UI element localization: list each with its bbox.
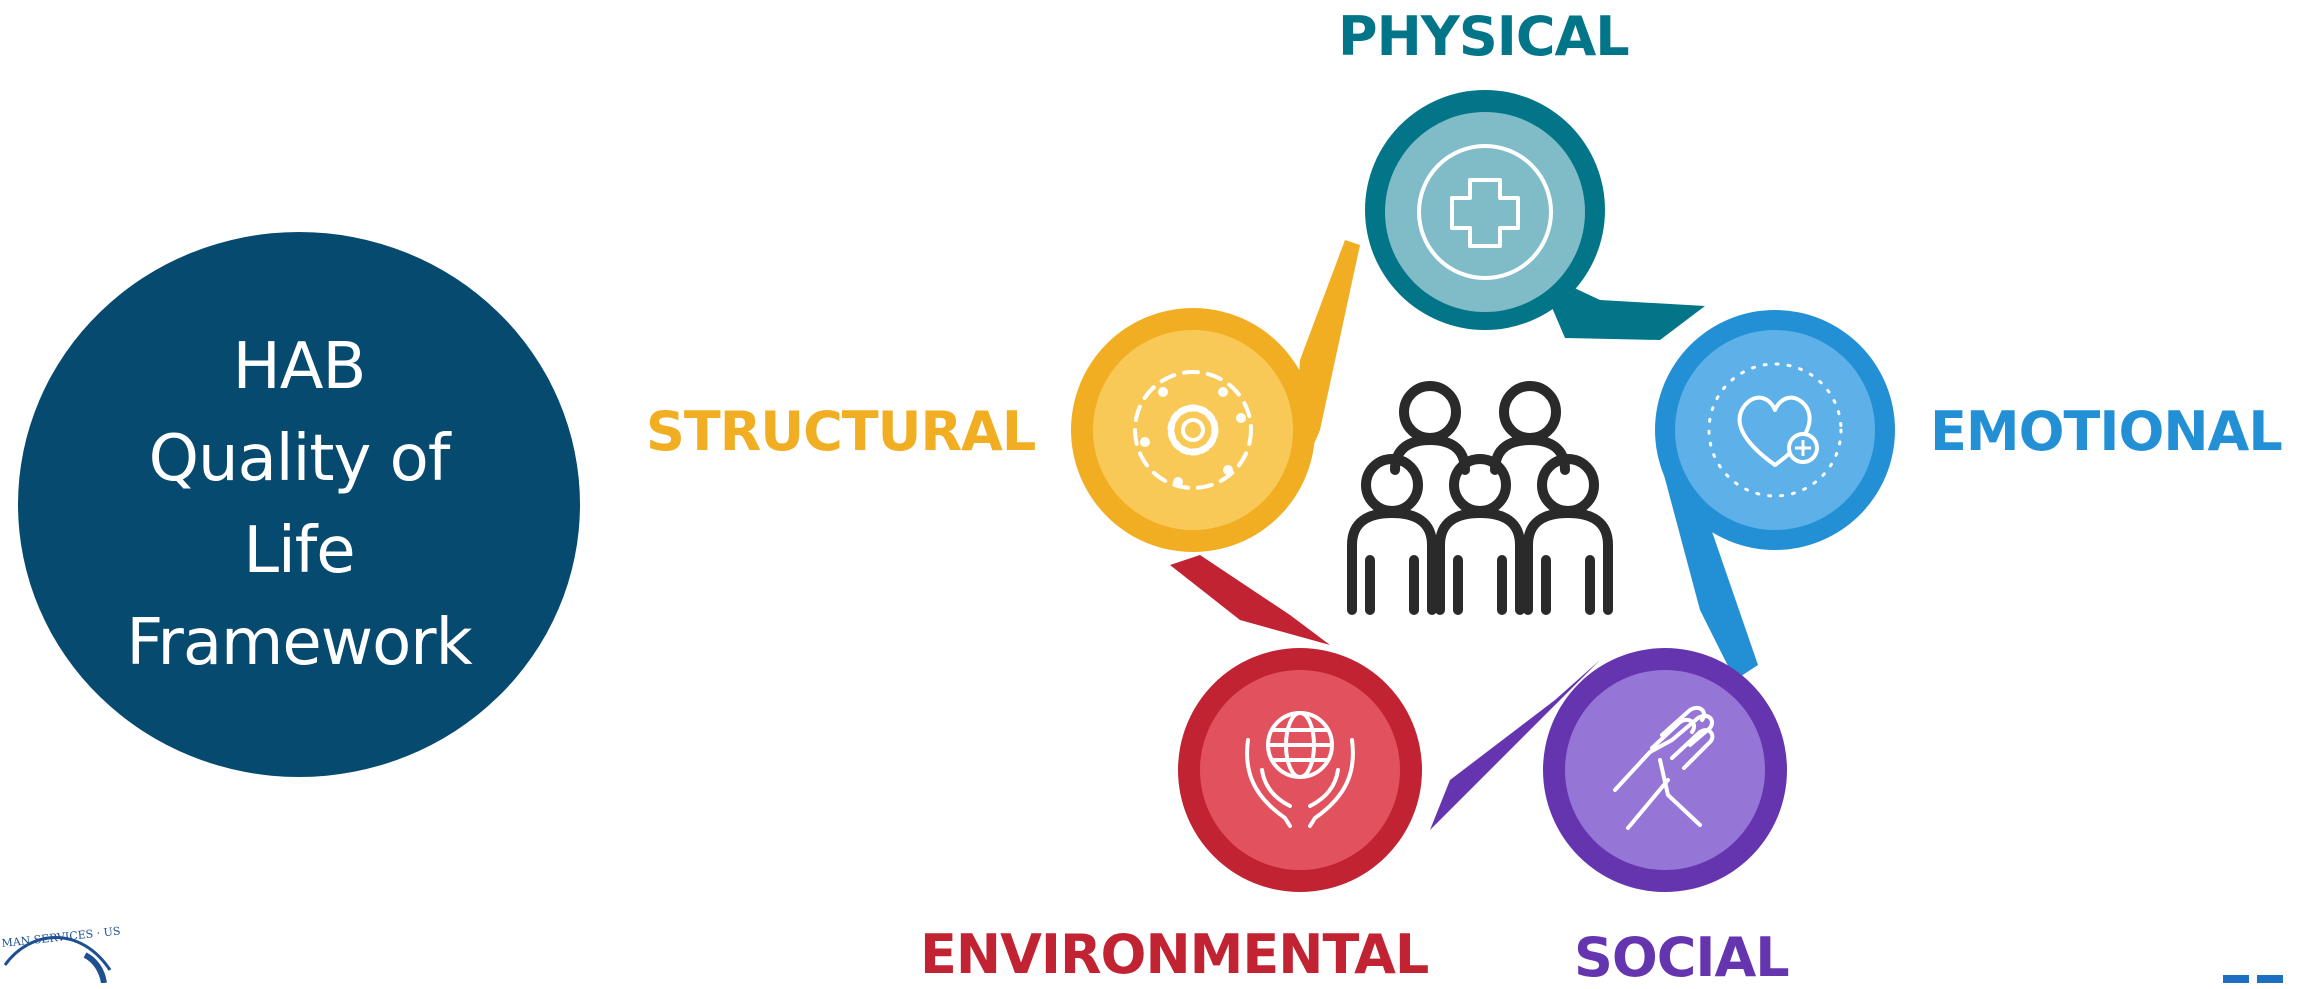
node-emotional [1655,310,1895,550]
title-line-4: Framework [126,605,472,680]
label-physical: PHYSICAL [1338,5,1630,68]
handshake-icon [1613,705,1715,830]
title-circle: HAB Quality of Life Framework [18,232,580,777]
people-group-icon [1347,381,1613,615]
environmental-connector [1170,555,1330,645]
social-connector [1430,660,1600,830]
globe-in-hands-icon [1245,711,1355,828]
node-environmental [1178,648,1422,892]
label-emotional: EMOTIONAL [1930,400,2283,463]
label-structural: STRUCTURAL [646,400,1036,463]
title-line-2: Quality of [148,421,451,496]
title-line-1: HAB [232,329,367,404]
medical-cross-icon [1417,144,1553,280]
hhs-seal-logo: MAN SERVICES · USA [1,925,120,983]
physical-connector [1536,270,1705,340]
label-environmental: ENVIRONMENTAL [920,923,1429,986]
gears-icon [1133,370,1253,490]
hhs-seal-text: MAN SERVICES · USA [1,925,120,950]
heart-plus-icon [1707,362,1843,498]
title-line-3: Life [243,513,355,588]
node-social [1543,648,1787,892]
label-social: SOCIAL [1574,926,1790,989]
node-structural [1071,308,1315,552]
corner-logo-fragment [2223,975,2283,983]
emotional-connector [1660,460,1758,680]
node-physical [1365,90,1605,330]
